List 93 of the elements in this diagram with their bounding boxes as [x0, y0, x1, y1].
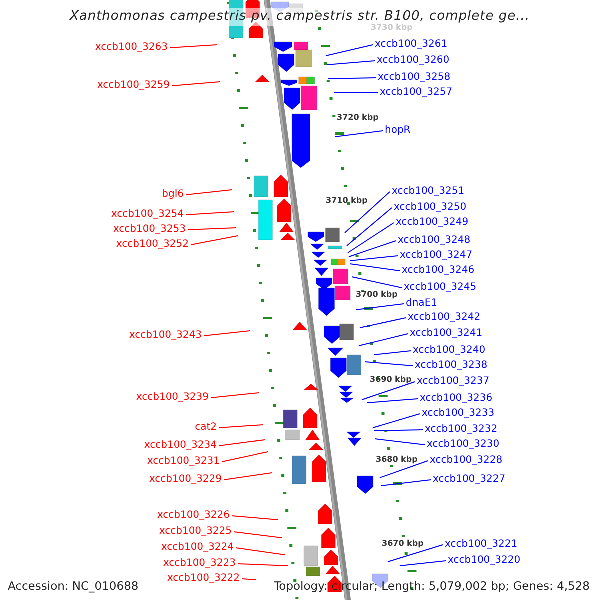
gene-label: xccb100_3220	[448, 554, 521, 568]
gene-label: xccb100_3230	[427, 438, 500, 452]
leader-line	[328, 78, 376, 80]
gene-label: xccb100_3236	[420, 392, 493, 406]
gene-label: hopR	[385, 124, 411, 138]
gene-label: xccb100_3221	[445, 538, 518, 552]
leader-line	[358, 334, 408, 346]
leader-line	[190, 236, 238, 246]
gene-label: xccb100_3227	[433, 473, 506, 487]
gene-label: xccb100_3250	[394, 201, 467, 215]
leader-line	[364, 362, 414, 366]
gene-label: xccb100_3257	[380, 86, 453, 100]
leader-line	[374, 350, 412, 356]
gene-label: xccb100_3248	[398, 234, 471, 248]
gene-label: dnaE1	[406, 297, 438, 311]
leader-line	[362, 382, 416, 400]
gene-label: xccb100_3263	[95, 41, 168, 55]
gene-label: xccb100_3223	[163, 557, 236, 571]
gene-label: xccb100_3243	[129, 329, 202, 343]
gene-label: xccb100_3240	[413, 344, 486, 358]
leader-line	[242, 578, 256, 580]
gene-label: xccb100_3251	[392, 185, 465, 199]
leader-line	[232, 516, 278, 520]
leader-line	[348, 222, 394, 254]
gene-label: cat2	[195, 421, 217, 435]
leader-line	[170, 44, 218, 48]
leader-line	[372, 414, 420, 428]
leader-line	[352, 276, 402, 288]
gene-label: xccb100_3226	[157, 509, 230, 523]
leader-line	[222, 452, 268, 462]
leader-line	[380, 480, 432, 486]
gene-label: xccb100_3241	[410, 327, 483, 341]
scale-label: 3690 kbp	[370, 374, 412, 384]
leader-line	[186, 190, 232, 196]
leader-line	[360, 318, 406, 328]
leader-line	[346, 208, 392, 246]
gene-label: xccb100_3222	[167, 572, 240, 586]
gene-label: xccb100_3258	[378, 71, 451, 85]
leader-line	[374, 430, 424, 432]
leader-line	[388, 544, 444, 562]
gene-label: xccb100_3232	[425, 423, 498, 437]
gene-label: xccb100_3242	[408, 311, 481, 325]
leader-line	[238, 564, 288, 566]
scale-label: 3710 kbp	[326, 196, 368, 204]
gene-label: xccb100_3239	[136, 391, 209, 405]
gene-label: bgl6	[162, 188, 184, 202]
gene-label: xccb100_3228	[430, 454, 503, 468]
scale-label: 3670 kbp	[382, 538, 424, 548]
scale-label: 3700 kbp	[356, 290, 398, 298]
leader-line	[326, 60, 376, 66]
gene-label: xccb100_3225	[159, 525, 232, 539]
gene-label: xccb100_3252	[116, 238, 189, 252]
gene-label: xccb100_3234	[144, 439, 217, 453]
leader-line	[186, 212, 234, 216]
accession-text: Accession: NC_010688	[8, 579, 139, 593]
scale-label: 3680 kbp	[376, 454, 418, 464]
leader-line	[356, 304, 404, 310]
leader-line	[188, 228, 236, 230]
gene-label: xccb100_3261	[375, 38, 448, 52]
gene-label: xccb100_3233	[422, 407, 495, 421]
leader-line	[334, 130, 384, 138]
gene-label: xccb100_3245	[404, 281, 477, 295]
gene-label: xccb100_3253	[113, 223, 186, 237]
gene-label: xccb100_3254	[111, 208, 184, 222]
gene-label: xccb100_3224	[161, 541, 234, 555]
leader-line	[400, 560, 446, 566]
leader-line	[218, 424, 264, 428]
gene-label: xccb100_3237	[417, 375, 490, 389]
leader-line	[334, 92, 378, 94]
leader-line	[234, 532, 282, 538]
leader-line	[204, 330, 250, 336]
gene-label: xccb100_3229	[149, 473, 222, 487]
gene-label: xccb100_3259	[97, 79, 170, 93]
leader-line	[326, 44, 374, 56]
gene-label: xccb100_3238	[415, 359, 488, 373]
gene-label: xccb100_3260	[377, 54, 450, 68]
leader-line	[380, 460, 428, 478]
leader-line	[172, 82, 220, 86]
gene-label: xccb100_3246	[402, 264, 475, 278]
scale-label: 3720 kbp	[337, 112, 379, 122]
gene-label: xccb100_3231	[147, 455, 220, 469]
leader-line	[236, 548, 286, 556]
leader-line	[366, 398, 418, 404]
leader-line	[344, 192, 390, 234]
leader-line	[374, 438, 426, 446]
leader-line	[210, 392, 260, 398]
leader-line	[224, 472, 272, 480]
leader-line	[350, 256, 398, 262]
gene-label: xccb100_3249	[396, 216, 469, 230]
leader-line	[218, 440, 266, 446]
leader-line	[348, 240, 396, 258]
leader-line	[350, 264, 400, 272]
gene-label: xccb100_3247	[400, 249, 473, 263]
